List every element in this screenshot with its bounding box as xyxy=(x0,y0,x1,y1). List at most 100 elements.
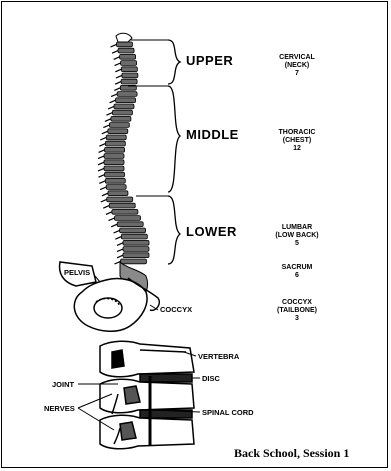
spinous-process xyxy=(106,212,112,215)
label-disc: DISC xyxy=(202,374,220,383)
spinous-process xyxy=(110,100,116,103)
coccyx-count: 3 xyxy=(268,315,326,323)
spinous-process xyxy=(112,51,118,54)
sacrum-info: SACRUM 6 xyxy=(272,264,322,280)
atlas-vertebra xyxy=(116,33,132,42)
vertebra-block xyxy=(105,172,125,177)
vertebra-block xyxy=(117,92,137,97)
spine-column xyxy=(98,33,149,302)
thoracic-sub: (CHEST) xyxy=(272,137,322,145)
spinous-process xyxy=(102,131,108,134)
spinous-process xyxy=(115,69,121,72)
coccyx-sub: (TAILBONE) xyxy=(268,307,326,315)
spinous-process xyxy=(99,175,105,178)
caption: Back School, Session 1 xyxy=(234,446,349,461)
spinous-process xyxy=(117,249,123,252)
thoracic-count: 12 xyxy=(272,145,322,153)
lumbar-label: LUMBAR xyxy=(268,224,326,232)
spinous-process xyxy=(108,106,114,109)
thoracic-info: THORACIC (CHEST) 12 xyxy=(272,129,322,153)
cervical-sub: (NECK) xyxy=(272,62,322,70)
spinous-process xyxy=(99,144,105,147)
spinous-process xyxy=(100,137,106,140)
label-joint: JOINT xyxy=(52,380,74,389)
spinous-process xyxy=(100,187,106,190)
label-middle: MIDDLE xyxy=(186,127,239,142)
vertebra-block xyxy=(114,104,134,109)
spinous-process xyxy=(115,82,121,85)
lumbar-sub: (LOW BACK) xyxy=(268,232,326,240)
spinous-process xyxy=(117,243,123,246)
spinous-process xyxy=(103,206,109,209)
vertebra-block xyxy=(121,234,147,239)
vertebra-block xyxy=(111,116,131,121)
vertebra-block xyxy=(117,222,143,227)
sacrum-count: 6 xyxy=(272,272,322,280)
spinous-process xyxy=(109,218,115,221)
vertebra-block xyxy=(112,110,132,115)
spinous-process xyxy=(115,63,121,66)
vertebrae-detail xyxy=(100,341,194,449)
coccyx-info: COCCYX (TAILBONE) 3 xyxy=(268,299,326,323)
vertebra-block xyxy=(109,203,135,208)
spinous-process xyxy=(98,162,104,165)
spinous-process xyxy=(103,125,109,128)
spinous-process xyxy=(98,168,104,171)
spinous-process xyxy=(99,181,105,184)
lumbar-info: LUMBAR (LOW BACK) 5 xyxy=(268,224,326,248)
spinous-process xyxy=(114,88,120,91)
vertebra-block xyxy=(118,48,134,53)
spinous-process xyxy=(111,44,117,47)
spinous-process xyxy=(115,237,121,240)
vertebra-block xyxy=(120,228,146,233)
vertebra-block xyxy=(115,216,141,221)
spinous-process xyxy=(111,94,117,97)
label-spinal-cord: SPINAL CORD xyxy=(202,408,254,417)
vertebra-block xyxy=(122,73,138,78)
spinous-process xyxy=(116,75,122,78)
vertebra-block xyxy=(104,154,124,159)
vertebra-block xyxy=(109,123,129,128)
region-brackets xyxy=(168,40,180,264)
label-vertebra: VERTEBRA xyxy=(198,352,239,361)
vertebra-block xyxy=(123,253,149,258)
cervical-label: CERVICAL xyxy=(272,54,322,62)
vertebra-block xyxy=(106,185,126,190)
vertebra-block xyxy=(106,135,126,140)
spinous-process xyxy=(102,193,108,196)
spinous-process xyxy=(101,199,107,202)
vertebra-block xyxy=(121,67,137,72)
vertebra-block xyxy=(107,197,133,202)
cervical-info: CERVICAL (NECK) 7 xyxy=(272,54,322,78)
vertebra-block xyxy=(104,166,124,171)
label-nerves: NERVES xyxy=(44,404,75,413)
vertebra-block xyxy=(121,79,137,84)
vertebra-block xyxy=(104,160,124,165)
vertebra-block xyxy=(108,129,128,134)
label-lower: LOWER xyxy=(186,224,237,239)
spinous-process xyxy=(111,224,117,227)
vertebra-block xyxy=(121,61,137,66)
spinous-process xyxy=(99,150,105,153)
vertebra-block xyxy=(121,259,147,264)
vertebra-block xyxy=(112,209,138,214)
vertebra-block xyxy=(117,42,133,47)
label-pelvis: PELVIS xyxy=(64,268,90,277)
sacrum-label: SACRUM xyxy=(272,264,322,272)
vertebra-block xyxy=(105,178,125,183)
spinous-process xyxy=(117,255,123,258)
label-upper: UPPER xyxy=(186,53,233,68)
vertebra-block xyxy=(120,54,136,59)
vertebra-block xyxy=(105,141,125,146)
label-coccyx: COCCYX xyxy=(160,305,192,314)
lumbar-count: 5 xyxy=(268,240,326,248)
cervical-count: 7 xyxy=(272,70,322,78)
thoracic-label: THORACIC xyxy=(272,129,322,137)
vertebra-block xyxy=(123,247,149,252)
vertebra-block xyxy=(116,98,136,103)
spinous-process xyxy=(114,57,120,60)
coccyx-type-label: COCCYX xyxy=(268,299,326,307)
spinous-process xyxy=(114,230,120,233)
vertebra-block xyxy=(108,191,128,196)
vertebra-block xyxy=(123,240,149,245)
